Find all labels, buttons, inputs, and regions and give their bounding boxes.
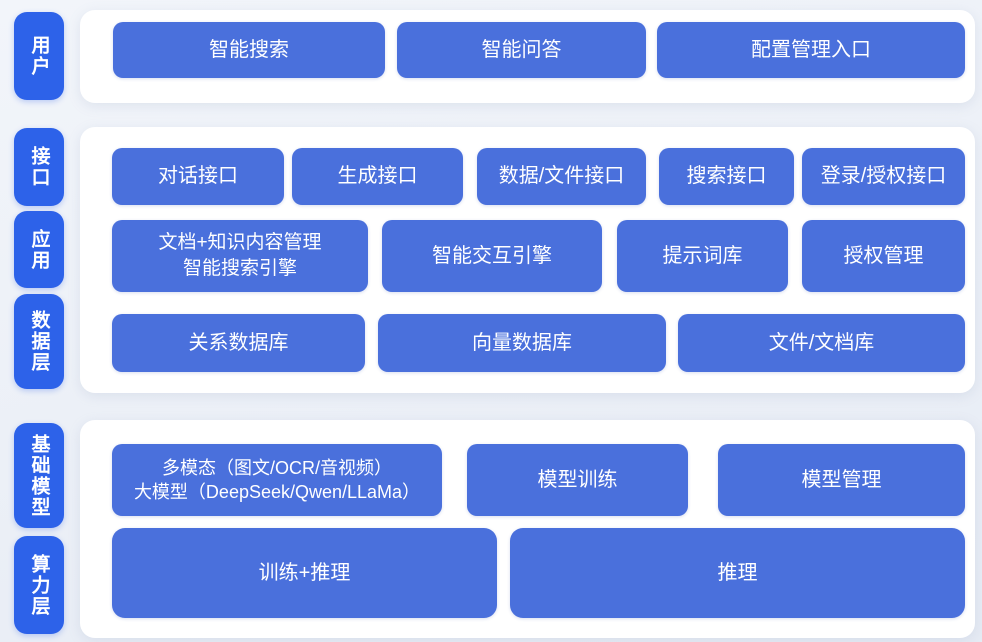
block-intelligent-qa: 智能问答 (397, 22, 646, 78)
rail-item-interface: 接口 (14, 128, 64, 206)
panel-user-layer: 智能搜索 智能问答 配置管理入口 (80, 10, 975, 103)
rail-item-compute-layer: 算力层 (14, 536, 64, 634)
block-relational-db: 关系数据库 (112, 314, 365, 372)
block-label-line2: 智能搜索引擎 (182, 258, 297, 279)
block-dialog-api: 对话接口 (112, 148, 284, 205)
panel-middle-layers: 对话接口 生成接口 数据/文件接口 搜索接口 登录/授权接口 文档+知识内容管理… (80, 127, 975, 393)
panel-bottom-layers: 多模态（图文/OCR/音视频） 大模型（DeepSeek/Qwen/LLaMa）… (80, 420, 975, 638)
block-file-doc-store: 文件/文档库 (678, 314, 965, 372)
block-generation-api: 生成接口 (292, 148, 463, 205)
block-vector-db: 向量数据库 (378, 314, 666, 372)
block-intelligent-search: 智能搜索 (113, 22, 385, 78)
block-label-line1: 多模态（图文/OCR/音视频） (162, 457, 392, 478)
block-label-line1: 文档+知识内容管理 (158, 232, 322, 254)
block-inference: 推理 (510, 528, 965, 618)
block-config-mgmt-entry: 配置管理入口 (657, 22, 965, 78)
block-login-auth-api: 登录/授权接口 (802, 148, 965, 205)
block-label-line2: 大模型（DeepSeek/Qwen/LLaMa） (133, 482, 421, 502)
block-prompt-library: 提示词库 (617, 220, 788, 292)
rail-item-foundation-model: 基础模型 (14, 423, 64, 528)
block-training-inference: 训练+推理 (112, 528, 497, 618)
block-model-training: 模型训练 (467, 444, 688, 516)
rail-item-application: 应用 (14, 211, 64, 288)
block-data-file-api: 数据/文件接口 (477, 148, 646, 205)
block-search-api: 搜索接口 (659, 148, 794, 205)
block-model-management: 模型管理 (718, 444, 965, 516)
block-multimodal-llm: 多模态（图文/OCR/音视频） 大模型（DeepSeek/Qwen/LLaMa） (112, 444, 442, 516)
block-doc-knowledge-search-engine: 文档+知识内容管理 智能搜索引擎 (112, 220, 368, 292)
block-interaction-engine: 智能交互引擎 (382, 220, 602, 292)
rail-item-user: 用户 (14, 12, 64, 100)
rail-item-data-layer: 数据层 (14, 294, 64, 389)
block-auth-management: 授权管理 (802, 220, 965, 292)
